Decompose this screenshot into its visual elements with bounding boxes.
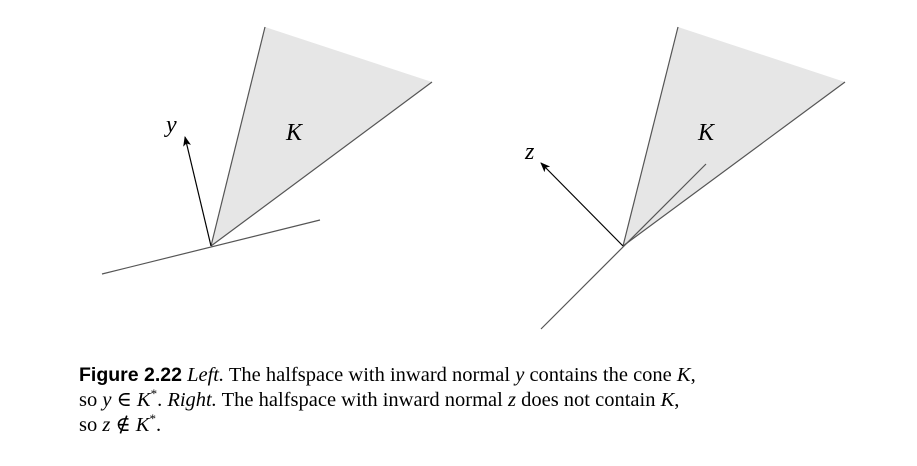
caption-line-2: so y ∈ K*. Right. The halfspace with inw…	[79, 386, 869, 413]
left-panel: y K	[101, 26, 433, 275]
right-normal-arrow-z	[540, 162, 624, 247]
caption-text: so	[79, 414, 103, 436]
figure-caption: Figure 2.22 Left. The halfspace with inw…	[79, 363, 869, 438]
caption-math-star: *	[150, 386, 158, 401]
caption-math-star: *	[149, 411, 156, 426]
caption-math-symbol: ∉	[110, 414, 136, 436]
caption-right-word: Right.	[167, 389, 217, 411]
right-normal-label: z	[524, 139, 535, 165]
right-cone-edge-right	[622, 81, 846, 247]
caption-math-symbol: ∈	[111, 389, 137, 411]
caption-line-3: so z ∉ K*.	[79, 411, 869, 438]
figure-illustration: y K z K	[101, 26, 846, 330]
caption-math-z: z	[507, 389, 516, 411]
caption-math-z: z	[102, 414, 111, 436]
figure-label: Figure 2.22	[79, 364, 182, 386]
right-halfspace-boundary	[540, 163, 707, 330]
caption-text: contains the cone	[524, 364, 677, 386]
left-normal-label: y	[164, 112, 177, 138]
left-cone-edge-upper	[210, 26, 266, 247]
caption-text: so	[79, 389, 103, 411]
left-halfspace-boundary	[101, 219, 321, 275]
left-normal-arrow-y	[183, 136, 212, 247]
left-cone-label: K	[285, 120, 304, 146]
caption-text: The halfspace with inward normal	[224, 364, 516, 386]
caption-math-k: K	[136, 389, 151, 411]
caption-math-y: y	[515, 364, 525, 386]
caption-text: The halfspace with inward normal	[216, 389, 508, 411]
caption-text: .	[157, 389, 168, 411]
caption-math-k: K	[660, 389, 675, 411]
right-cone-edge-upper	[622, 26, 679, 247]
left-cone-edge-right	[210, 81, 433, 247]
caption-math-k: K	[135, 414, 150, 436]
caption-text: .	[155, 414, 162, 436]
right-panel: z K	[524, 26, 846, 330]
caption-text: does not contain	[515, 389, 661, 411]
caption-math-y: y	[102, 389, 112, 411]
left-cone-k	[211, 27, 432, 246]
caption-line-1: Figure 2.22 Left. The halfspace with inw…	[79, 363, 869, 388]
caption-text: ,	[674, 389, 680, 411]
caption-text: ,	[690, 364, 696, 386]
right-cone-label: K	[697, 120, 716, 146]
caption-left-word: Left.	[187, 364, 225, 386]
caption-math-k: K	[676, 364, 691, 386]
